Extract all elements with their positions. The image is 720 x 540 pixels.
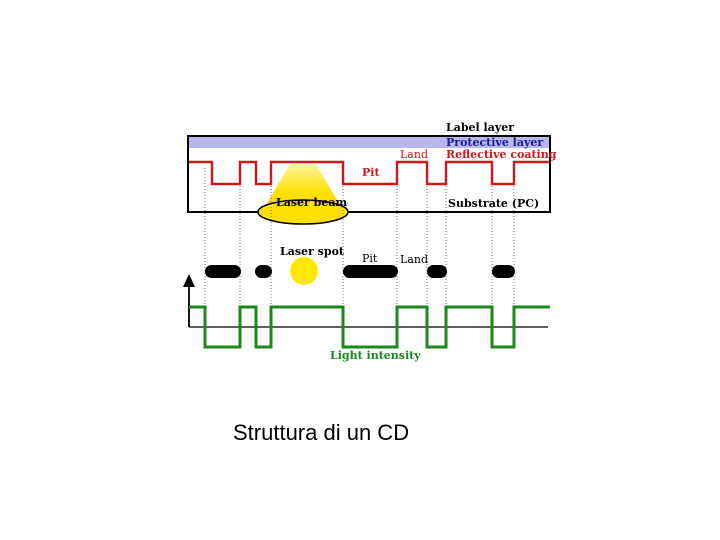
laser-beam-label: Laser beam — [276, 196, 347, 209]
pit-mid-label: Pit — [362, 252, 378, 265]
reflective-coating-label: Reflective coating — [446, 148, 557, 161]
laser-beam-focus-ellipse — [257, 199, 349, 225]
laser-spot-label: Laser spot — [280, 245, 345, 258]
laser-spot — [290, 257, 318, 285]
protective-layer-label: Protective layer — [446, 136, 543, 149]
pit-mark — [427, 265, 447, 278]
pit-mark — [255, 265, 272, 278]
reflective-coating-profile — [189, 160, 549, 186]
pit-mark — [492, 265, 515, 278]
pit-marks — [205, 265, 515, 278]
land-mid-label: Land — [400, 253, 428, 266]
disc-cross-section — [187, 135, 551, 213]
land-top-label: Land — [400, 148, 428, 161]
protective-layer-band — [189, 137, 549, 148]
pit-mark — [343, 265, 398, 278]
substrate-label: Substrate (PC) — [448, 197, 539, 210]
guide-lines — [204, 168, 515, 322]
laser-beam — [262, 164, 344, 212]
light-intensity-signal — [189, 305, 550, 349]
caption: Struttura di un CD — [233, 420, 410, 445]
pit-top-label: Pit — [362, 166, 380, 179]
arrow-up-icon — [183, 274, 195, 287]
pit-mark — [205, 265, 241, 278]
light-intensity-label: Light intensity — [330, 349, 421, 362]
label-layer-label: Label layer — [446, 121, 514, 134]
